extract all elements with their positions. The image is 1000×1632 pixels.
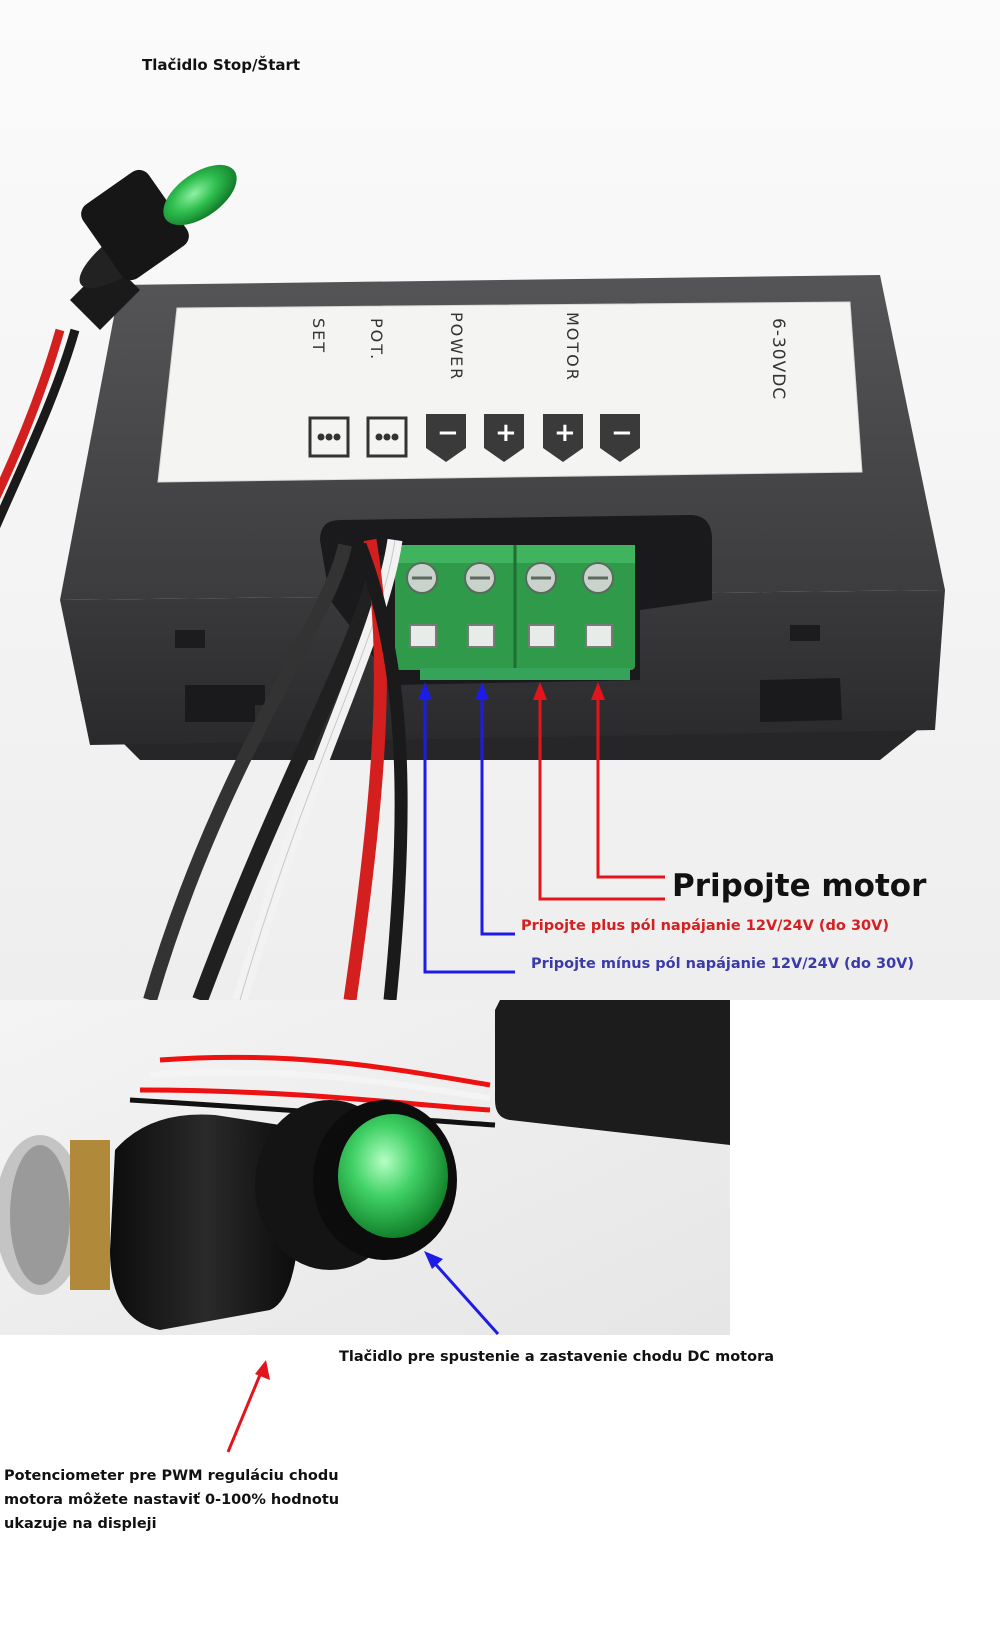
panel-label-power: POWER: [447, 312, 466, 382]
display-module: [495, 1000, 730, 1145]
green-button-cap: [163, 164, 237, 226]
label-minus-pole: Pripojte mínus pól napájanie 12V/24V (do…: [531, 956, 915, 972]
button-wire-red: [0, 328, 65, 500]
potentiometer-button-photo: [0, 1000, 730, 1335]
motor-plus-symbol: [543, 414, 583, 462]
power-plus-symbol: [484, 414, 524, 462]
latch-left: [185, 685, 265, 722]
symbol-power-minus: −: [437, 418, 459, 448]
label-potentiometer-line3: ukazuje na displeji: [4, 1516, 157, 1532]
panel-label-pot: POT.: [367, 318, 386, 362]
power-minus-symbol: [426, 414, 466, 462]
button-threaded-body: [79, 169, 189, 289]
label-start-stop-button: Tlačidlo Stop/Štart: [142, 56, 301, 74]
label-connect-motor: Pripojte motor: [672, 868, 927, 904]
wire-black: [192, 553, 388, 1000]
potentiometer-knob: [110, 1114, 303, 1330]
potentiometer-pcb: [70, 1140, 110, 1290]
symbol-motor-plus: +: [554, 418, 576, 448]
symbol-power-plus: +: [495, 418, 517, 448]
symbol-motor-minus: −: [611, 418, 633, 448]
panel-label-voltage: 6-30VDC: [768, 318, 788, 401]
arrow-potentiometer: [226, 1369, 264, 1453]
label-button-description: Tlačidlo pre spustenie a zastavenie chod…: [339, 1349, 775, 1365]
green-button-cap: [338, 1114, 448, 1238]
label-potentiometer-line1: Potenciometer pre PWM reguláciu chodu: [4, 1468, 339, 1484]
pot-connector-icon: [366, 416, 408, 458]
controller-photo: [0, 0, 1000, 1000]
panel-label-motor: MOTOR: [563, 312, 582, 382]
label-potentiometer-line2: motora môžete nastaviť 0-100% hodnotu: [4, 1492, 340, 1508]
label-plus-pole: Pripojte plus pól napájanie 12V/24V (do …: [521, 918, 889, 934]
motor-minus-symbol: [600, 414, 640, 462]
set-connector-icon: [308, 416, 350, 458]
panel-label-set: SET: [309, 318, 328, 355]
latch-right: [760, 678, 842, 722]
